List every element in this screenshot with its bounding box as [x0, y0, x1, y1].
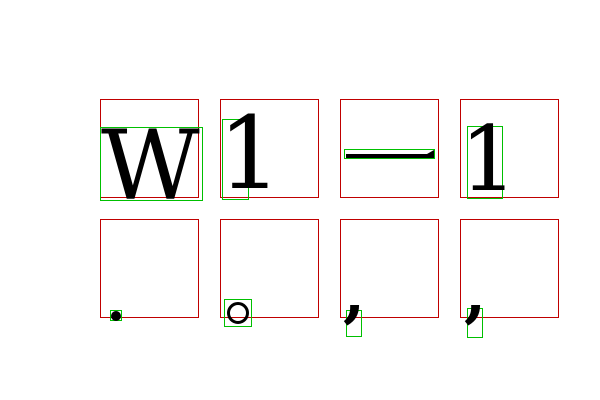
glyph-comma: , — [343, 256, 366, 331]
glyph-bounding-box-comma — [346, 310, 362, 337]
glyph-w: W — [101, 110, 200, 222]
glyph-period — [111, 311, 121, 321]
glyph-bounding-box-one-alternate — [467, 126, 503, 199]
glyph-bounding-box-one — [222, 119, 249, 200]
glyph-bounding-box-comma-alternate — [467, 308, 483, 338]
glyph-comma-alternate: , — [464, 256, 487, 331]
glyph-cell-period — [100, 219, 199, 318]
glyph-cell-ideographic-full-stop — [220, 219, 319, 318]
glyph-one: 1 — [218, 95, 282, 212]
glyph-bounding-box-ideographic-full-stop — [224, 299, 252, 327]
glyph-cell-ideographic-one — [340, 99, 439, 198]
glyph-ideographic-one-end — [420, 150, 434, 158]
glyph-cell-comma-alternate — [460, 219, 559, 318]
glyph-one-alternate: 1 — [460, 107, 518, 212]
glyph-bounding-box-ideographic-one — [344, 149, 435, 159]
glyph-ideographic-one — [346, 154, 434, 158]
glyph-ideographic-full-stop — [227, 302, 249, 324]
glyph-cell-one — [220, 99, 319, 198]
glyph-cell-comma — [340, 219, 439, 318]
glyph-cell-one-alternate — [460, 99, 559, 198]
glyph-bounding-box-w — [100, 127, 203, 201]
